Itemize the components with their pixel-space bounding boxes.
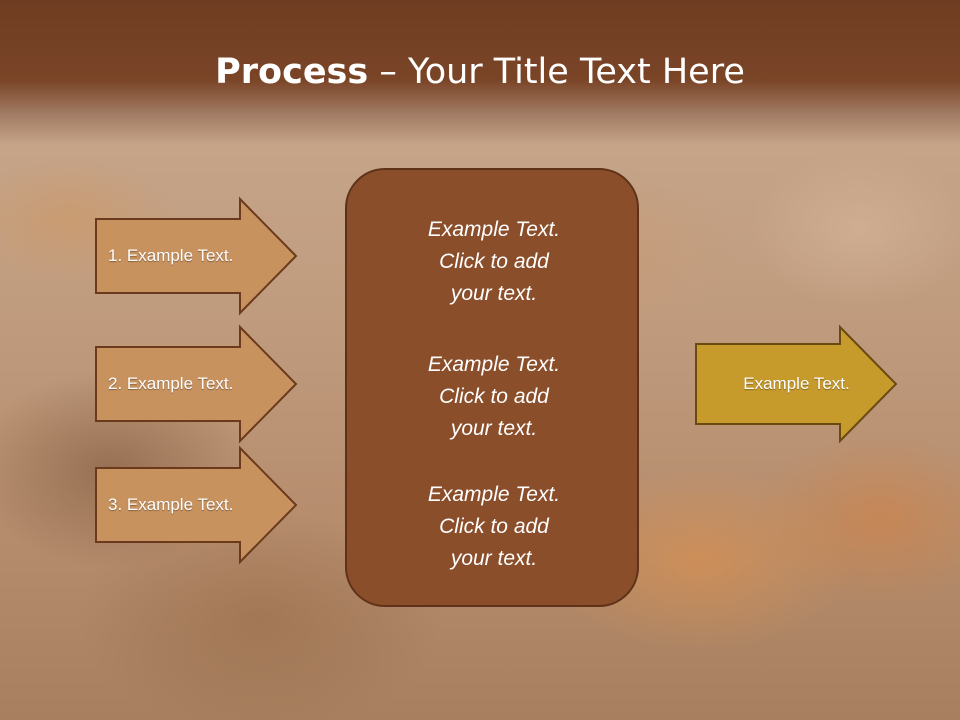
step-arrow-3[interactable]: 3. Example Text. [95, 445, 298, 565]
center-block-2: Example Text. Click to add your text. [347, 349, 641, 445]
step-arrow-1-shape [95, 196, 298, 316]
center-block-2-line-1: Example Text. [427, 353, 561, 376]
center-text-box[interactable]: Example Text. Click to add your text. Ex… [345, 168, 639, 607]
center-block-3-line-2: Click to add [439, 515, 549, 538]
result-arrow-shape [695, 324, 898, 444]
center-block-1-line-1: Example Text. [427, 218, 561, 241]
step-arrow-2-label: 2. Example Text. [108, 374, 234, 393]
title-rest: – Your Title Text Here [368, 52, 745, 92]
center-block-2-line-2: Click to add [439, 385, 549, 408]
center-block-1-line-2: Click to add [439, 250, 549, 273]
step-arrow-2-shape [95, 324, 298, 444]
step-arrow-1-label: 1. Example Text. [108, 246, 234, 265]
center-block-3: Example Text. Click to add your text. [347, 479, 641, 575]
step-arrow-3-label: 3. Example Text. [108, 495, 234, 514]
center-block-1-line-3: your text. [450, 282, 538, 305]
center-block-3-line-1: Example Text. [427, 483, 561, 506]
step-arrow-1[interactable]: 1. Example Text. [95, 196, 298, 316]
step-arrow-2[interactable]: 2. Example Text. [95, 324, 298, 444]
center-block-1: Example Text. Click to add your text. [347, 214, 641, 310]
title-bold-word: Process [215, 52, 369, 92]
step-arrow-3-shape [95, 445, 298, 565]
center-block-2-line-3: your text. [450, 417, 538, 440]
result-arrow[interactable]: Example Text. [695, 324, 898, 444]
result-arrow-label: Example Text. [743, 374, 850, 393]
slide-title[interactable]: Process – Your Title Text Here [0, 52, 960, 92]
center-block-3-line-3: your text. [450, 547, 538, 570]
title-band [0, 0, 960, 145]
